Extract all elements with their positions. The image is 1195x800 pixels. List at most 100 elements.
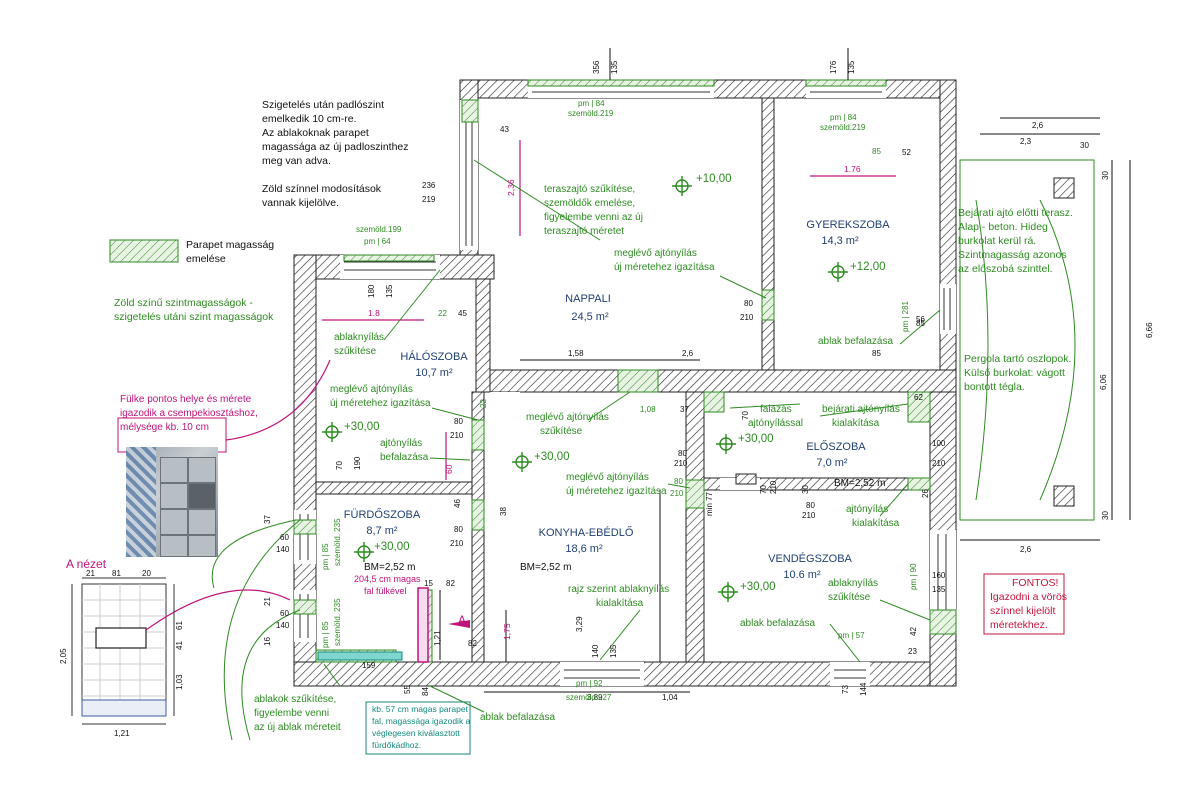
- svg-text:10,7 m²: 10,7 m²: [415, 367, 453, 379]
- fulke-leader: [225, 359, 331, 441]
- svg-text:210: 210: [670, 489, 684, 498]
- a-view-elevation: [71, 577, 291, 725]
- entrance-note: Bejárati ajtó előtti terasz. Alap - beto…: [958, 207, 1073, 275]
- svg-text:81: 81: [112, 569, 121, 578]
- svg-text:burkolat kerül rá.: burkolat kerül rá.: [958, 235, 1036, 247]
- svg-text:Fülke pontos helye és mérete: Fülke pontos helye és mérete: [120, 394, 252, 405]
- svg-text:pm | 84: pm | 84: [830, 113, 857, 122]
- fulke-wall-label: 204,5 cm magas fal fülkével: [354, 574, 421, 596]
- svg-text:1,21: 1,21: [433, 630, 442, 646]
- svg-text:159: 159: [362, 661, 376, 670]
- svg-text:BM=2,52 m: BM=2,52 m: [834, 478, 885, 489]
- svg-text:210: 210: [802, 511, 816, 520]
- svg-text:144: 144: [859, 682, 868, 696]
- svg-text:210: 210: [740, 313, 754, 322]
- svg-text:2,6: 2,6: [1020, 545, 1032, 554]
- svg-text:ablaknyílás: ablaknyílás: [828, 578, 878, 589]
- svg-text:1.76: 1.76: [844, 164, 861, 174]
- svg-text:Zöld színnel modosítások: Zöld színnel modosítások: [262, 183, 382, 195]
- leader-curves: [211, 199, 1076, 741]
- svg-text:30: 30: [1101, 171, 1110, 180]
- svg-text:pm | 85: pm | 85: [321, 621, 330, 648]
- svg-text:61: 61: [175, 621, 184, 630]
- bm-labels: BM=2,52 m BM=2,52 m BM=2,52 m: [364, 478, 885, 573]
- svg-text:135: 135: [932, 585, 946, 594]
- eloszoba-column: [735, 473, 757, 485]
- svg-text:Szintmagasság azonos: Szintmagasság azonos: [958, 249, 1067, 261]
- svg-text:+30,00: +30,00: [374, 541, 410, 553]
- svg-text:219: 219: [422, 195, 436, 204]
- svg-text:az új ablak méreteit: az új ablak méreteit: [254, 722, 341, 733]
- svg-text:24,5 m²: 24,5 m²: [571, 311, 609, 323]
- svg-text:22: 22: [438, 309, 447, 318]
- svg-text:+30,00: +30,00: [740, 581, 776, 593]
- level-markers: [322, 176, 848, 602]
- svg-text:pm | 84: pm | 84: [578, 99, 605, 108]
- svg-text:pm | 85: pm | 85: [321, 543, 330, 570]
- dimension-lines: [439, 48, 1131, 693]
- svg-text:fal fülkével: fal fülkével: [364, 586, 407, 596]
- svg-text:160: 160: [932, 571, 946, 580]
- svg-text:1,75: 1,75: [502, 623, 512, 640]
- svg-text:82: 82: [468, 639, 477, 648]
- svg-text:új méretehez igazítása: új méretehez igazítása: [614, 262, 715, 273]
- bath-parapet-note: kb. 57 cm magas parapet fal, magassága i…: [372, 704, 471, 750]
- svg-text:236: 236: [422, 181, 436, 190]
- svg-text:falazás: falazás: [760, 404, 792, 415]
- svg-text:135: 135: [609, 644, 618, 658]
- svg-text:meglévő ajtónyílás: meglévő ajtónyílás: [330, 384, 413, 395]
- svg-text:80: 80: [806, 501, 815, 510]
- svg-text:fürdőkádhoz.: fürdőkádhoz.: [372, 740, 421, 750]
- svg-text:kb. 57 cm magas parapet: kb. 57 cm magas parapet: [372, 704, 469, 714]
- svg-text:Az ablakoknak parapet: Az ablakoknak parapet: [262, 127, 369, 139]
- svg-text:210: 210: [674, 459, 688, 468]
- svg-text:pm | 281: pm | 281: [901, 300, 910, 332]
- fulke-wall: [417, 587, 429, 663]
- pergola-note: Pergola tartó oszlopok. Külső burkolat: …: [964, 353, 1071, 393]
- svg-text:210: 210: [769, 480, 778, 494]
- svg-text:pm | 57: pm | 57: [838, 631, 865, 640]
- svg-text:szűkítése: szűkítése: [540, 426, 583, 437]
- svg-text:teraszajtó méretet: teraszajtó méretet: [544, 226, 624, 237]
- svg-text:26: 26: [921, 489, 930, 498]
- svg-text:8,7 m²: 8,7 m²: [366, 525, 398, 537]
- svg-text:190: 190: [353, 456, 362, 470]
- svg-text:mélysége kb. 10 cm: mélysége kb. 10 cm: [120, 422, 209, 433]
- svg-text:szigetelés utáni szint magassá: szigetelés utáni szint magasságok: [114, 311, 274, 323]
- terrace-post-bottom: [1053, 485, 1075, 507]
- fontos-note: FONTOS! Igazodni a vörös színnel kijelöl…: [990, 577, 1067, 631]
- svg-text:HÁLÓSZOBA: HÁLÓSZOBA: [400, 350, 468, 363]
- svg-text:6,06: 6,06: [1099, 374, 1108, 390]
- svg-text:16: 16: [263, 637, 272, 646]
- svg-text:szemöld. 235: szemöld. 235: [333, 598, 342, 646]
- svg-text:vannak kijelölve.: vannak kijelölve.: [262, 197, 339, 209]
- svg-text:GYEREKSZOBA: GYEREKSZOBA: [806, 219, 890, 231]
- dimension-labels: 356 135 176 135 2,6 2,3 30 30 30 6,66 6,…: [59, 60, 1154, 738]
- svg-text:ELŐSZOBA: ELŐSZOBA: [806, 439, 866, 453]
- svg-text:meglévő ajtónyílás: meglévő ajtónyílás: [566, 472, 649, 483]
- svg-text:1.8: 1.8: [368, 308, 380, 318]
- svg-text:43: 43: [500, 125, 509, 134]
- svg-text:18,6 m²: 18,6 m²: [565, 543, 603, 555]
- svg-text:véglegesen kiválasztott: véglegesen kiválasztott: [372, 728, 461, 738]
- terrace-post-top: [1053, 177, 1075, 199]
- svg-text:szemöld.219: szemöld.219: [820, 123, 866, 132]
- svg-text:Parapet magasság: Parapet magasság: [186, 239, 274, 251]
- wall-konyha-right: [685, 391, 705, 663]
- svg-text:bontott tégla.: bontott tégla.: [964, 381, 1025, 393]
- svg-text:356: 356: [592, 60, 601, 74]
- legend-label: Parapet magasság emelése: [186, 239, 274, 265]
- ablak-befal1-annotation: ablak befalazása: [818, 336, 893, 347]
- svg-text:140: 140: [276, 545, 290, 554]
- note-top: Szigetelés után padlószint emelkedik 10 …: [262, 99, 409, 209]
- svg-text:176: 176: [829, 60, 838, 74]
- ablak-befal3-annotation: ablak befalazása: [480, 712, 555, 723]
- svg-text:30: 30: [1080, 141, 1089, 150]
